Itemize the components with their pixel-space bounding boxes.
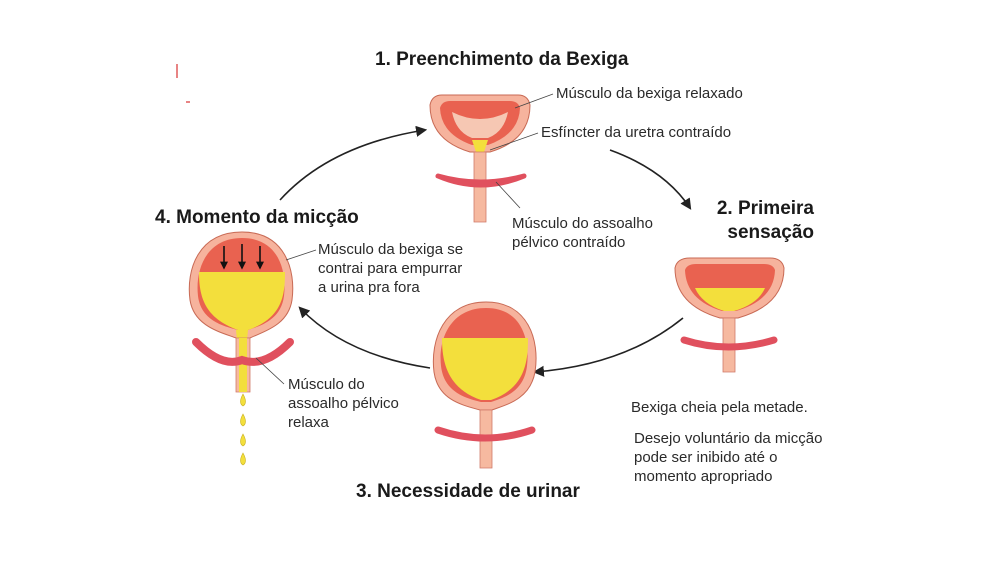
pointer-line [489, 132, 539, 151]
bladder-stage-1 [429, 93, 554, 223]
label-urethral-sphincter-contracted: Esfíncter da uretra contraído [541, 124, 732, 141]
cycle-arrow-3-to-4 [298, 306, 431, 369]
urine-half [695, 288, 765, 311]
urine-drop [240, 393, 246, 407]
pointer-line [285, 249, 317, 261]
label-pelvic-floor-contracted: Músculo do assoalho pélvico contraído [512, 215, 653, 252]
bladder-lumen [452, 112, 508, 138]
bladder-stage-4 [188, 231, 317, 466]
urine-full [442, 338, 528, 400]
bladder-stage-2 [674, 257, 785, 373]
pointer-line [495, 181, 521, 209]
stage-2-title: 2. Primeira sensação [716, 198, 814, 244]
cycle-arrow-4-to-1 [279, 125, 428, 201]
pointer-line [255, 357, 285, 385]
urine-drop [240, 433, 246, 447]
pelvic-floor-muscle [680, 336, 778, 351]
stage-1-title: 1. Preenchimento da Bexiga [375, 49, 629, 70]
cycle-arrow-1-to-2 [609, 149, 692, 210]
urine-in-urethra [239, 338, 247, 392]
pelvic-floor-muscle [192, 338, 294, 366]
pointer-line [514, 93, 554, 109]
stage-4-title: 4. Momento da micção [155, 207, 359, 228]
stage-3-title: 3. Necessidade de urinar [356, 481, 580, 502]
bladder-stage-3 [432, 301, 537, 469]
urine-small [472, 140, 488, 152]
urine-drop [240, 452, 246, 466]
cycle-arrow-2-to-3 [532, 317, 684, 377]
label-bladder-muscle-contracts: Músculo da bexiga se contrai para empurr… [318, 241, 464, 297]
label-bladder-half-full: Bexiga cheia pela metade. [631, 399, 808, 416]
pelvic-floor-muscle [435, 173, 527, 188]
pelvic-floor-muscle [434, 426, 536, 442]
label-bladder-muscle-relaxed: Músculo da bexiga relaxado [556, 85, 743, 102]
urine-voiding [199, 272, 285, 330]
urine-drop [240, 413, 246, 427]
label-pelvic-floor-relaxes: Músculo do assoalho pélvico relaxa [288, 376, 399, 432]
label-voluntary-desire: Desejo voluntário da micção pode ser ini… [634, 430, 823, 486]
